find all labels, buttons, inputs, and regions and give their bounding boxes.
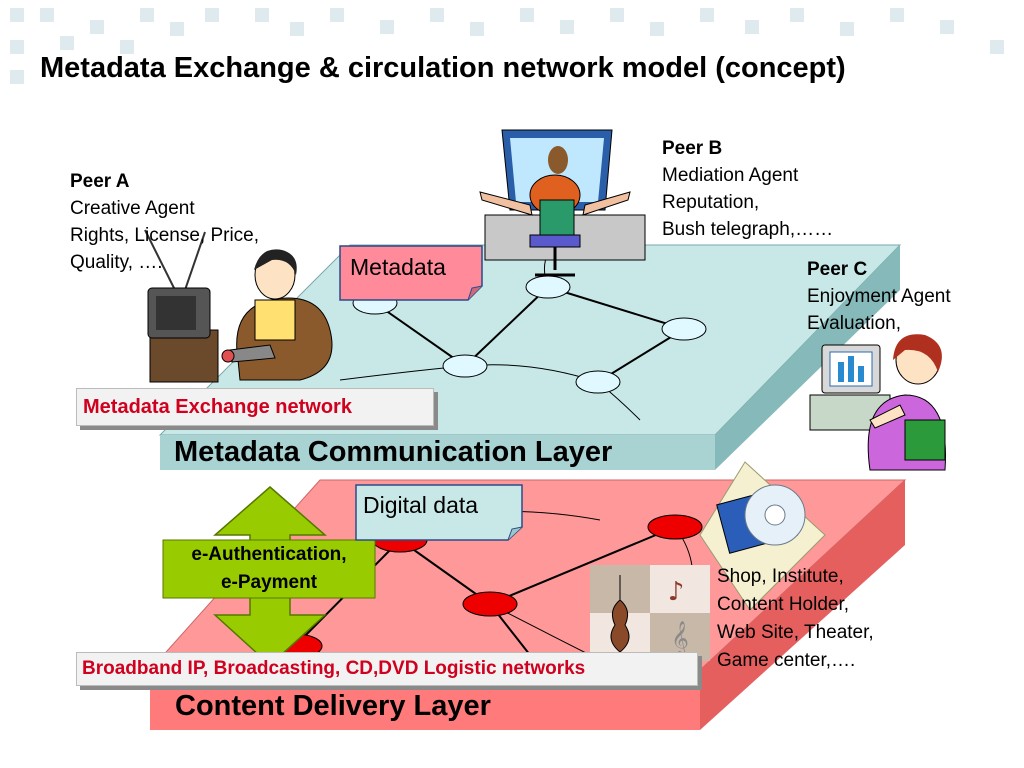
music-instruments-icon: ♪ 𝄞 (590, 565, 710, 661)
content-holder-line: Content Holder, (717, 594, 850, 615)
mediator-at-computer-icon (479, 129, 646, 277)
peer-a-line: Rights, License, Price, (70, 225, 260, 246)
communication-layer-title: Metadata Communication Layer (174, 436, 613, 468)
peer-a-name: Peer A (70, 171, 130, 192)
content-holder-line: Shop, Institute, (717, 566, 844, 587)
communication-layer-front (160, 435, 715, 470)
svg-text:♪: ♪ (668, 577, 685, 607)
background-pattern (10, 8, 1004, 84)
auth-label: e-Authentication, e-Payment (163, 541, 375, 597)
metadata-note: Metadata (350, 254, 446, 280)
peer-c-line: Evaluation, (807, 313, 902, 334)
woman-at-computer-icon (809, 334, 946, 471)
delivery-node (647, 514, 703, 540)
peer-b-line: Bush telegraph,…… (662, 219, 834, 240)
auth-label-line: e-Payment (220, 572, 318, 593)
delivery-layer-title: Content Delivery Layer (175, 690, 491, 722)
tv-icon (144, 229, 219, 383)
person-on-sofa-icon (221, 249, 333, 381)
peer-b-name: Peer B (662, 138, 723, 159)
metadata-exchange-label: Metadata Exchange network (76, 388, 434, 426)
page-title: Metadata Exchange & circulation network … (40, 52, 846, 84)
metadata-node (442, 354, 488, 378)
delivery-layer-side (700, 480, 905, 730)
digital-data-note: Digital data (363, 492, 479, 518)
auth-box (162, 539, 376, 599)
cd-disc-icon (699, 461, 826, 611)
peer-c-label: Peer C Enjoyment Agent Evaluation, (807, 256, 951, 337)
metadata-node (661, 317, 707, 341)
peer-a-label: Peer A Creative Agent Rights, License, P… (70, 168, 259, 276)
metadata-node (525, 275, 571, 299)
peer-c-name: Peer C (807, 259, 868, 280)
content-holder-line: Web Site, Theater, (717, 622, 874, 643)
auth-label-line: e-Authentication, (191, 544, 347, 565)
svg-text:𝄞: 𝄞 (671, 621, 689, 657)
broadband-label: Broadband IP, Broadcasting, CD,DVD Logis… (76, 652, 698, 686)
metadata-node (575, 370, 621, 394)
peer-b-label: Peer B Mediation Agent Reputation, Bush … (662, 135, 833, 243)
content-holder-line: Game center,…. (717, 650, 856, 671)
peer-a-line: Creative Agent (70, 198, 195, 219)
communication-layer-side (715, 245, 900, 470)
peer-a-line: Quality, …. (70, 252, 163, 273)
content-holders-label: Shop, Institute, Content Holder, Web Sit… (717, 563, 874, 675)
peer-b-line: Mediation Agent (662, 165, 799, 186)
peer-c-line: Enjoyment Agent (807, 286, 951, 307)
peer-b-line: Reputation, (662, 192, 760, 213)
delivery-node (462, 591, 518, 617)
